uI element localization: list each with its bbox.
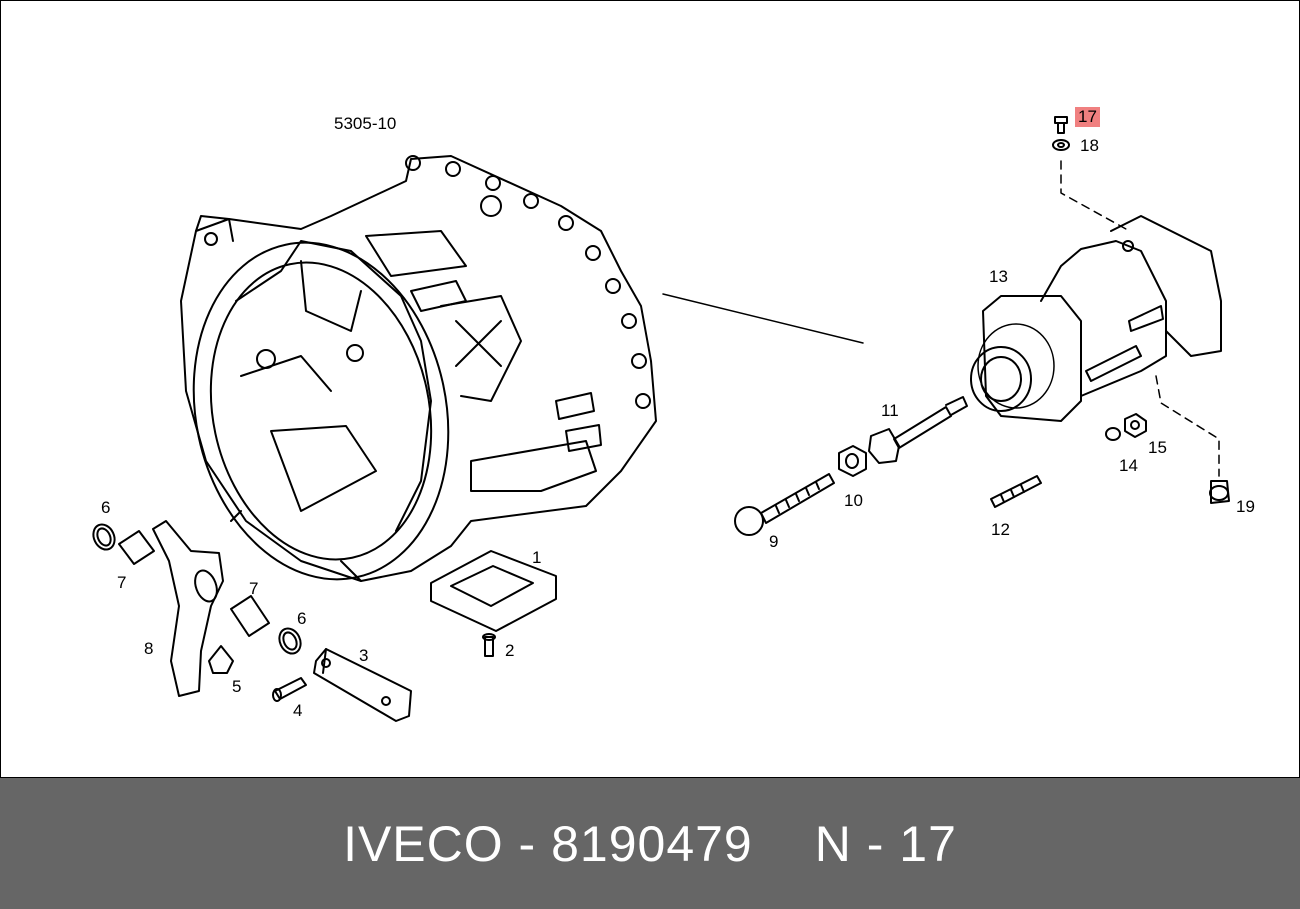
callout-8[interactable]: 8 bbox=[144, 639, 154, 658]
shaft-3-drawing bbox=[313, 648, 412, 722]
callout-6b[interactable]: 6 bbox=[297, 609, 307, 628]
callout-12[interactable]: 12 bbox=[991, 520, 1010, 539]
gasket-drawing bbox=[430, 550, 557, 632]
bolt-11-drawing bbox=[868, 396, 968, 464]
nut-10-drawing bbox=[838, 445, 867, 477]
ball-stud-9-drawing bbox=[734, 473, 835, 536]
washer-18-drawing bbox=[1052, 139, 1070, 151]
exploded-parts-diagram: 5305-10 1 2 3 4 5 6 6 7 7 8 9 10 11 12 1… bbox=[0, 0, 1300, 778]
callout-7a[interactable]: 7 bbox=[117, 573, 127, 592]
callout-3[interactable]: 3 bbox=[359, 646, 369, 665]
callout-15[interactable]: 15 bbox=[1148, 438, 1167, 457]
diagram-drawing bbox=[92, 116, 1230, 722]
callout-10[interactable]: 10 bbox=[844, 491, 863, 510]
callout-4[interactable]: 4 bbox=[293, 701, 303, 720]
part-footer-bar: IVECO - 8190479 N - 17 bbox=[0, 778, 1300, 909]
gearbox-housing-drawing bbox=[180, 155, 657, 582]
bushing-7-drawing bbox=[118, 530, 270, 637]
leader-line bbox=[662, 293, 864, 344]
screw-2-drawing bbox=[482, 633, 496, 657]
group-code-label: 5305-10 bbox=[334, 114, 397, 133]
callout-14[interactable]: 14 bbox=[1119, 456, 1138, 475]
callout-19[interactable]: 19 bbox=[1236, 497, 1255, 516]
shoe-5-drawing bbox=[208, 645, 234, 674]
brand-part-number: IVECO - 8190479 bbox=[343, 815, 753, 872]
screw-19-drawing bbox=[1209, 480, 1230, 504]
callout-11[interactable]: 11 bbox=[881, 401, 899, 420]
shift-fork-drawing bbox=[152, 520, 224, 697]
diagram-position: N - 17 bbox=[814, 815, 957, 872]
washer-14-drawing bbox=[1105, 427, 1121, 441]
dashed-leaders bbox=[1060, 160, 1220, 477]
stud-12-drawing bbox=[990, 475, 1042, 508]
screw-17-drawing bbox=[1054, 116, 1068, 134]
callout-6a[interactable]: 6 bbox=[101, 498, 111, 517]
screw-4-drawing bbox=[272, 677, 307, 702]
ring-6-drawing bbox=[92, 523, 302, 655]
callout-18[interactable]: 18 bbox=[1080, 136, 1099, 155]
callout-1[interactable]: 1 bbox=[532, 548, 542, 567]
callout-17-highlighted[interactable]: 17 bbox=[1075, 107, 1100, 127]
cylinder-13-drawing bbox=[970, 215, 1222, 422]
nut-15-drawing bbox=[1124, 413, 1147, 438]
callout-7b[interactable]: 7 bbox=[249, 579, 259, 598]
callout-2[interactable]: 2 bbox=[505, 641, 515, 660]
callout-5[interactable]: 5 bbox=[232, 677, 242, 696]
callout-13[interactable]: 13 bbox=[989, 267, 1008, 286]
callout-9[interactable]: 9 bbox=[769, 532, 779, 551]
